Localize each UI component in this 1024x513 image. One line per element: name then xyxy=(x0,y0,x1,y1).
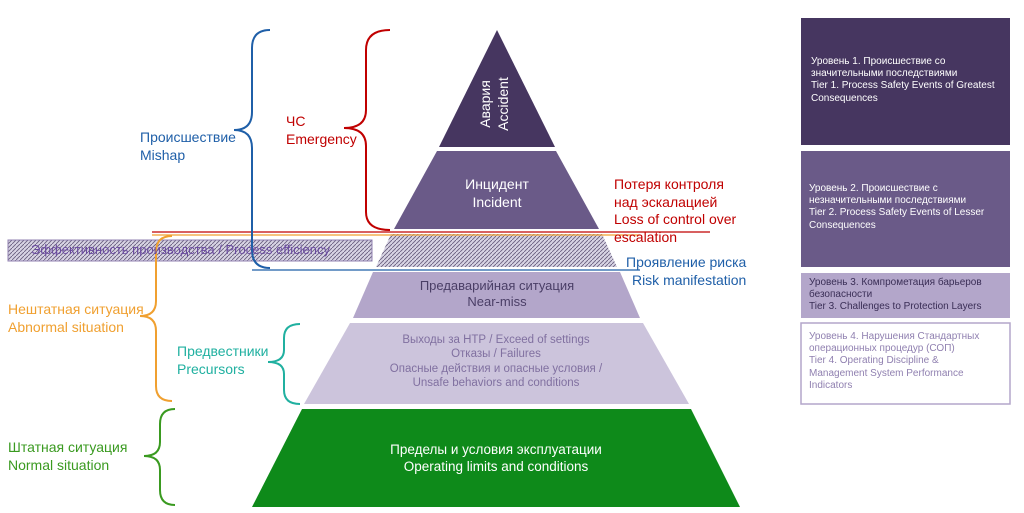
precursors-label-ru: Предвестники xyxy=(177,343,269,359)
tier4-line-5: Indicators xyxy=(809,379,853,391)
accident-label-ru: Авария xyxy=(477,80,493,128)
tier3-line-1: Уровень 3. Компрометация барьеров xyxy=(809,277,982,288)
tier4-line-2: операционных процедур (СОП) xyxy=(809,343,955,355)
tier3-line-3: Tier 3. Challenges to Protection Layers xyxy=(809,301,982,313)
near-miss-label-en: Near-miss xyxy=(467,294,527,310)
process-efficiency-box xyxy=(7,239,373,262)
abnormal-brace xyxy=(139,235,173,402)
normal-label-en: Normal situation xyxy=(8,456,110,473)
tier1-line-2: значительными последствиями xyxy=(811,68,958,80)
loss-of-control-ru-2: над эскалацией xyxy=(614,193,718,210)
mishap-label-ru: Происшествие xyxy=(140,129,236,145)
tier3-line-2: безопасности xyxy=(809,289,873,301)
mishap-brace xyxy=(233,29,271,269)
incident-label-ru: Инцидент xyxy=(465,176,529,192)
abnormal-label-ru: Нештатная ситуация xyxy=(8,301,144,317)
precursor-line-settings: Выходы за НТР / Exceed of settings xyxy=(402,334,590,346)
tier2-line-4: Consequences xyxy=(809,219,876,231)
abnormal-label-en: Abnormal situation xyxy=(8,318,124,335)
mishap-label: Происшествие Mishap xyxy=(140,129,236,164)
near-miss-layer xyxy=(353,272,640,318)
loss-of-control-en-2: escalation xyxy=(614,228,678,245)
tier1-line-3: Tier 1. Process Safety Events of Greates… xyxy=(811,80,995,92)
precursor-line-unsafe-ru: Опасные действия и опасные условия / xyxy=(389,362,603,375)
base-label-en: Operating limits and conditions xyxy=(403,458,589,474)
tier4-text: Уровень 4. Нарушения Стандартных операци… xyxy=(809,331,1008,392)
tier1-box xyxy=(801,18,1010,145)
base-layer xyxy=(252,409,740,507)
precursors-layer xyxy=(304,323,689,404)
base-label-ru: Пределы и условия эксплуатации xyxy=(390,442,602,457)
loss-of-control-label: Потеря контроля над эскалацией Loss of c… xyxy=(614,176,736,246)
accident-label-en: Accident xyxy=(494,77,511,131)
risk-manifestation-label: Проявление риска Risk manifestation xyxy=(626,254,746,289)
process-efficiency-label: Эффективность производства / Process eff… xyxy=(31,242,330,257)
risk-manifestation-ru: Проявление риска xyxy=(626,254,747,270)
tier1-line-4: Consequences xyxy=(811,92,878,104)
precursor-line-unsafe-en: Unsafe behaviors and conditions xyxy=(412,377,580,390)
tier3-text: Уровень 3. Компрометация барьеров безопа… xyxy=(809,277,1008,314)
precursors-brace xyxy=(267,323,301,405)
tier4-box xyxy=(800,322,1011,405)
emergency-brace xyxy=(343,29,391,231)
risk-manifestation-en: Risk manifestation xyxy=(631,271,747,288)
tier2-line-1: Уровень 2. Происшествие с xyxy=(809,183,938,194)
accident-label: Авария Accident xyxy=(477,54,512,154)
loss-of-control-ru-1: Потеря контроля xyxy=(614,176,724,192)
tier4-line-1: Уровень 4. Нарушения Стандартных xyxy=(809,331,980,342)
normal-label-ru: Штатная ситуация xyxy=(8,439,128,455)
loss-of-control-en-1: Loss of control over xyxy=(614,211,737,227)
tier3-box xyxy=(801,273,1010,318)
incident-label-en: Incident xyxy=(472,193,522,210)
emergency-label-ru: ЧС xyxy=(286,113,306,129)
tier2-line-3: Tier 2. Process Safety Events of Lesser xyxy=(809,207,985,219)
normal-brace xyxy=(143,408,176,506)
tier1-text: Уровень 1. Происшествие со значительными… xyxy=(811,56,1006,105)
base-label: Пределы и условия эксплуатации Operating… xyxy=(346,442,646,476)
tier2-line-2: незначительными последствиями xyxy=(809,195,967,207)
near-miss-label: Предаварийная ситуация Near-miss xyxy=(377,278,617,311)
emergency-label: ЧС Emergency xyxy=(286,113,357,148)
mishap-label-en: Mishap xyxy=(140,146,186,163)
tier2-box xyxy=(801,151,1010,267)
tier4-line-4: Management System Performance xyxy=(809,367,964,379)
abnormal-label: Нештатная ситуация Abnormal situation xyxy=(8,301,144,336)
accident-layer xyxy=(439,30,555,147)
precursors-label-en: Precursors xyxy=(177,360,245,377)
precursor-line-failures: Отказы / Failures xyxy=(451,348,541,361)
process-efficiency-band xyxy=(376,234,617,267)
near-miss-label-ru: Предаварийная ситуация xyxy=(419,278,575,293)
precursors-label: Предвестники Precursors xyxy=(177,343,268,378)
tier4-line-3: Tier 4. Operating Discipline & xyxy=(809,355,939,367)
normal-label: Штатная ситуация Normal situation xyxy=(8,439,127,474)
incident-label: Инцидент Incident xyxy=(417,176,577,211)
tier1-line-1: Уровень 1. Происшествие со xyxy=(811,56,946,67)
tier2-text: Уровень 2. Происшествие с незначительным… xyxy=(809,183,1006,232)
emergency-label-en: Emergency xyxy=(286,130,357,147)
precursors-layer-text: Выходы за НТР / Exceed of settings Отказ… xyxy=(346,333,646,391)
incident-layer xyxy=(394,151,599,229)
